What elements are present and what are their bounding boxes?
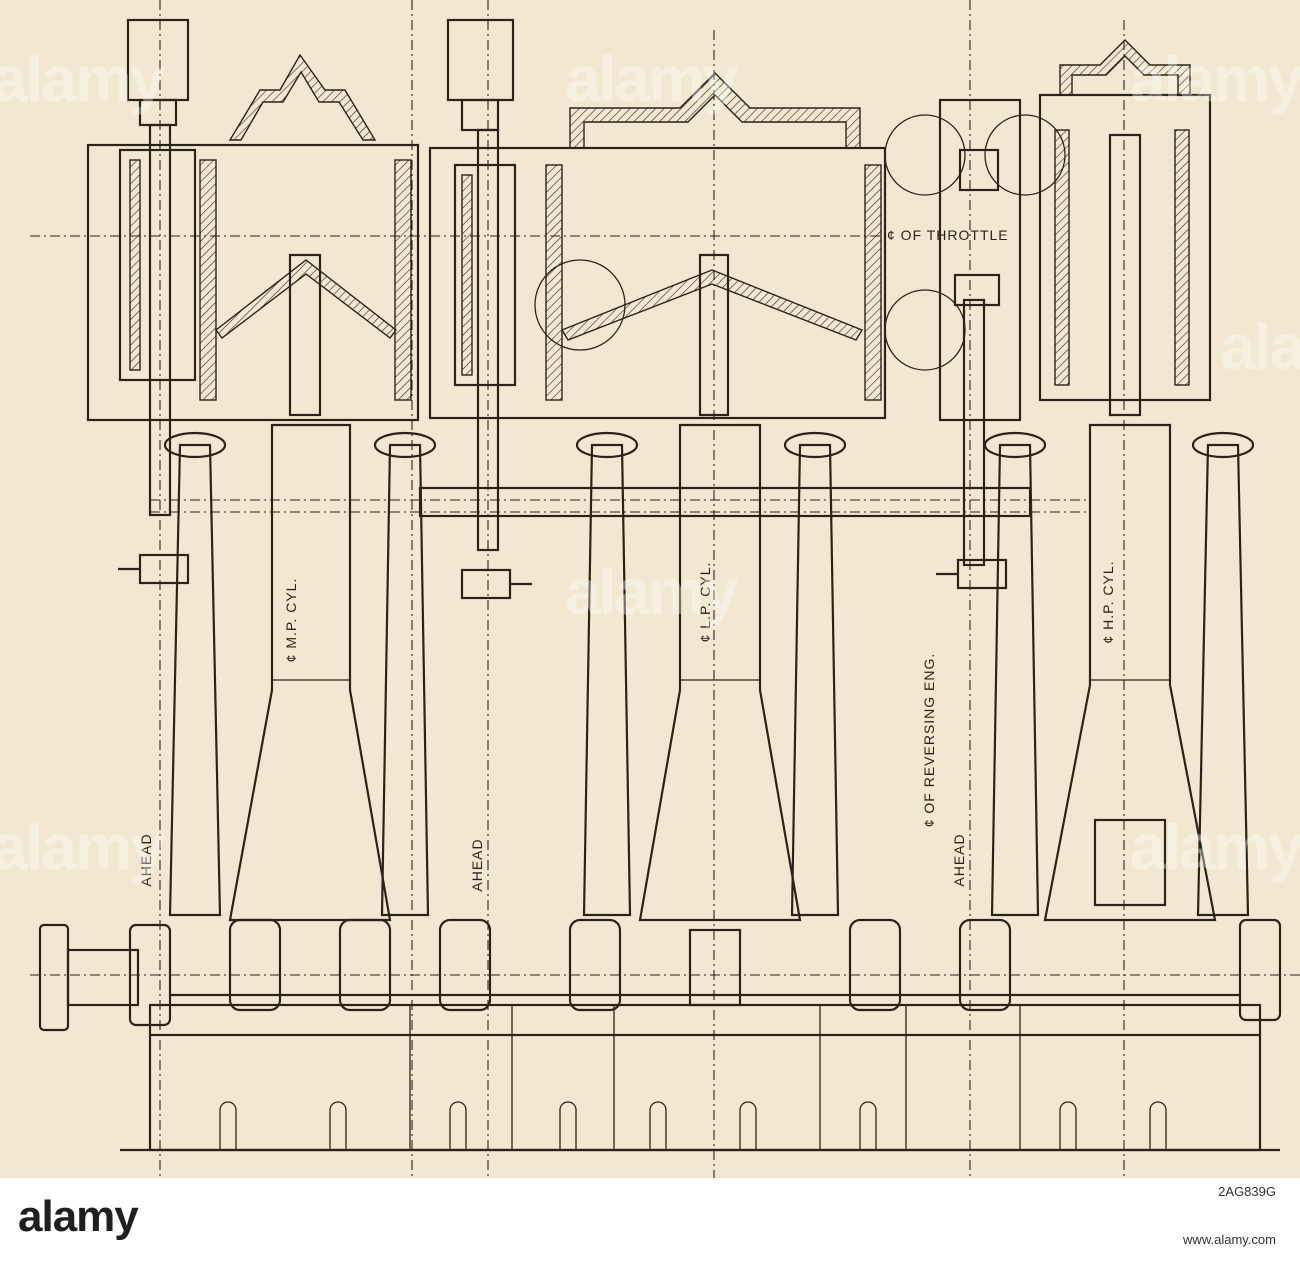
bedplate — [120, 1003, 1280, 1152]
engine-columns — [163, 423, 1255, 922]
watermark-6: alamy — [0, 811, 165, 883]
engine-drawing-svg: ¢ M.P. CYL. ¢ L.P. CYL. ¢ H.P. CYL. ¢ OF… — [30, 0, 1300, 1178]
diagram-labels: ¢ M.P. CYL. ¢ L.P. CYL. ¢ H.P. CYL. ¢ OF… — [138, 227, 1116, 892]
engine-diagram: ¢ M.P. CYL. ¢ L.P. CYL. ¢ H.P. CYL. ¢ OF… — [0, 0, 1300, 1178]
lp-cylinder — [428, 18, 887, 552]
watermark-2: alamy — [565, 43, 738, 115]
label-ahead-2: AHEAD — [469, 838, 485, 891]
footer-url[interactable]: www.alamy.com — [1183, 1232, 1276, 1247]
label-hp-cyl: ¢ H.P. CYL. — [1100, 560, 1116, 643]
mp-cylinder — [86, 18, 420, 517]
watermark-5: alamy — [565, 556, 738, 628]
image-code: 2AG839G — [1218, 1184, 1276, 1199]
label-ahead-3: AHEAD — [951, 833, 967, 886]
label-ahead-1: AHEAD — [138, 833, 154, 886]
footer-bar: alamy 2AG839G www.alamy.com — [0, 1178, 1300, 1264]
label-lp-cyl: ¢ L.P. CYL. — [697, 562, 713, 643]
watermark-7: alamy — [1130, 811, 1300, 883]
label-reversing: ¢ OF REVERSING ENG. — [921, 653, 937, 828]
watermark-4: alamy — [1220, 311, 1300, 383]
watermark-1: alamy — [0, 43, 165, 115]
watermark-3: alamy — [1130, 43, 1300, 115]
label-mp-cyl: ¢ M.P. CYL. — [283, 578, 299, 663]
label-throttle: ¢ OF THROTTLE — [887, 227, 1009, 243]
footer-logo[interactable]: alamy — [18, 1192, 139, 1241]
hp-cylinder — [884, 39, 1212, 567]
valve-handwheels — [118, 553, 1008, 600]
